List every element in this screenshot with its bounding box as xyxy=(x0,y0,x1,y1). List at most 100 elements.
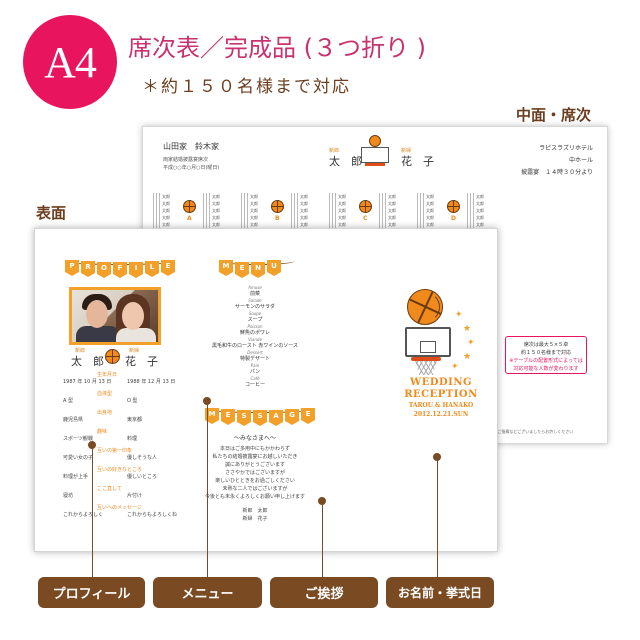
seat-entry: 太郎 様 xyxy=(291,221,311,228)
menu-item-en: Café xyxy=(250,376,260,381)
banner-flag: R xyxy=(81,261,95,277)
seat-entry: 太郎 様 xyxy=(329,200,349,207)
profile-bride-answer: 料理 xyxy=(127,436,138,442)
banner-flag: E xyxy=(221,409,235,425)
outer-side-label: 表面 xyxy=(36,204,67,222)
seat-column-right: 太郎 様太郎 様太郎 様太郎 様太郎 様 xyxy=(379,193,399,228)
greeting-message: 〜みなさまへ〜 本日はご多用中にもかかわらず私たちの結婚披露宴にお越しいただき誠… xyxy=(195,433,315,523)
greeting-line: 未熟な二人ではございますが xyxy=(222,486,288,492)
table-letter: A xyxy=(187,215,192,222)
profile-bride-answer: これからもよろしくね xyxy=(127,512,178,518)
seat-entry: 太郎 様 xyxy=(291,200,311,207)
profile-bride-answer: 優しそうな人 xyxy=(127,455,158,461)
profile-groom-answer: 可愛い女の子 xyxy=(63,455,94,461)
seating-line-1: 両家結婚披露宴席次 xyxy=(163,157,209,163)
seat-entry: 太郎 様 xyxy=(291,193,311,200)
seating-table: 太郎 様太郎 様太郎 様太郎 様太郎 様太郎 様太郎 様太郎 様太郎 様太郎 様… xyxy=(417,193,501,253)
menu-item: パン xyxy=(249,369,261,375)
table-letter: C xyxy=(363,215,368,222)
menu-item-en: Soupe xyxy=(248,311,262,316)
seat-entry: 太郎 様 xyxy=(329,193,349,200)
profile-question: 血液型 xyxy=(97,391,113,397)
profile-bride-answer: 優しいところ xyxy=(127,474,158,480)
seating-venue-2: 中ホール xyxy=(568,157,593,164)
profile-groom-answer: A 型 xyxy=(63,398,74,404)
seat-entry: 太郎 様 xyxy=(379,214,399,221)
callout-menu: メニュー xyxy=(153,577,262,608)
seat-entry: 太郎 様 xyxy=(203,200,223,207)
menu-item-en: Amuse xyxy=(248,285,262,290)
profile-groom-answer: 寝坊 xyxy=(63,493,74,499)
banner-flag: O xyxy=(97,262,111,278)
profile-bride-name: 花 子 xyxy=(125,355,158,368)
menu-item-en: Dessert xyxy=(247,350,263,355)
inner-side-label: 中面・席次 xyxy=(516,106,592,124)
menu-item-en: Poisson xyxy=(247,324,263,329)
seat-entry: 太郎 様 xyxy=(379,193,399,200)
callout-dot-names xyxy=(433,453,441,461)
banner-flag: M xyxy=(219,260,233,276)
page-title: 席次表／完成品 (３つ折り ) xyxy=(128,34,426,62)
callout-line-menu xyxy=(207,404,208,577)
profile-groom-role: 新郎 xyxy=(75,348,86,354)
menu-item-en: Viande xyxy=(248,337,262,342)
seat-entry: 太郎 様 xyxy=(467,214,487,221)
menu-item: 黒毛和牛のロースト 赤ワインのソース xyxy=(211,343,299,349)
seating-footer: ※ご芳名・お席次に関しましては 万一ご指摘などございましたらお許しください xyxy=(429,429,574,434)
profile-bride-answer: 片付け xyxy=(127,493,143,499)
seat-entry: 太郎 様 xyxy=(241,214,261,221)
seat-entry: 太郎 様 xyxy=(241,207,261,214)
seating-groom-role: 新郎 xyxy=(329,148,340,154)
bride-figure xyxy=(116,328,156,342)
couple-photo xyxy=(69,287,161,345)
basketball-icon xyxy=(271,200,284,213)
hoop-rim-icon xyxy=(411,357,441,361)
profile-bride-answer: 1988 年 12 月 13 日 xyxy=(127,379,176,385)
seat-entry: 太郎 様 xyxy=(467,193,487,200)
greeting-lines: 本日はご多用中にもかかわらず私たちの結婚披露宴にお越しいただき誠にありがとうござ… xyxy=(195,445,315,501)
wedding-couple-names: TAROU & HANAKO xyxy=(408,402,474,409)
seating-bride-name: 花 子 xyxy=(401,155,434,168)
basketball-icon xyxy=(105,349,120,364)
callout-dot-menu xyxy=(203,397,211,405)
greeting-heading: 〜みなさまへ〜 xyxy=(233,435,276,442)
size-badge: A4 xyxy=(23,15,117,109)
seat-entry: 太郎 様 xyxy=(241,221,261,228)
wedding-title-2: RECEPTION xyxy=(404,389,478,400)
seat-entry: 太郎 様 xyxy=(417,200,437,207)
banner-flag: A xyxy=(269,410,283,426)
profile-groom-answer: スポーツ観戦 xyxy=(63,436,93,442)
banner-flag: F xyxy=(113,262,127,278)
seating-families: 山田家 鈴木家 xyxy=(163,142,219,151)
profile-groom-answer: 料理が上手 xyxy=(63,474,89,480)
seat-column-right: 太郎 様太郎 様太郎 様太郎 様太郎 様 xyxy=(203,193,223,228)
basketball-icon xyxy=(407,289,443,325)
callout-line-greeting xyxy=(322,504,323,577)
seat-entry: 太郎 様 xyxy=(417,207,437,214)
table-letter: D xyxy=(451,215,456,222)
basketball-icon xyxy=(183,200,196,213)
profile-bride-answer: O 型 xyxy=(127,398,138,404)
star-icon: ★ xyxy=(463,352,472,362)
menu-item-en: Salade xyxy=(248,298,262,303)
seat-entry: 太郎 様 xyxy=(379,200,399,207)
greeting-line: ささやかではございますが xyxy=(224,470,285,476)
seat-entry: 太郎 様 xyxy=(417,221,437,228)
seating-venue-1: ラピスラズリホテル xyxy=(539,145,593,152)
seat-column-left: 太郎 様太郎 様太郎 様太郎 様太郎 様 xyxy=(417,193,437,228)
wedding-title-block: WEDDING RECEPTION TAROU & HANAKO 2012.12… xyxy=(385,377,497,419)
seat-entry: 太郎 様 xyxy=(153,193,173,200)
profile-question: 互いの第一印象 xyxy=(97,448,133,454)
profile-question: 出身地 xyxy=(97,410,113,416)
hoop-net-icon xyxy=(415,361,437,375)
groom-face xyxy=(86,300,108,328)
seat-entry: 太郎 様 xyxy=(417,193,437,200)
profile-bride-answer: 東京都 xyxy=(127,417,143,423)
profile-groom-name: 太 郎 xyxy=(71,355,104,368)
seat-column-left: 太郎 様太郎 様太郎 様太郎 様太郎 様 xyxy=(241,193,261,228)
seat-entry: 太郎 様 xyxy=(379,207,399,214)
